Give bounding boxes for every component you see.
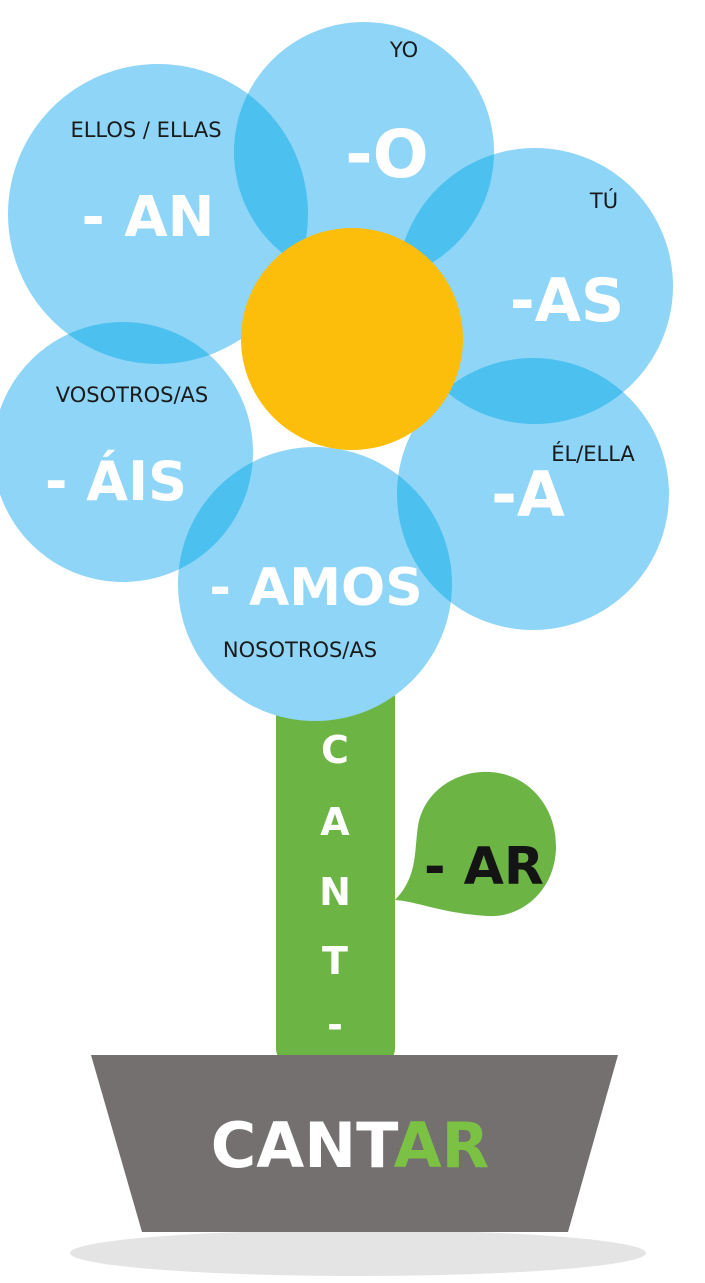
petal-vosotros xyxy=(0,322,253,582)
ending-label-ellos: - AN xyxy=(82,185,215,250)
flower-center xyxy=(241,228,463,450)
stem-letter: N xyxy=(319,870,351,914)
pot-shadow xyxy=(70,1230,646,1276)
petal-nosotros xyxy=(178,447,452,721)
pronoun-label-nosotros: NOSOTROS/AS xyxy=(223,638,377,662)
flower-pot xyxy=(91,1055,618,1232)
stem-letter: A xyxy=(320,800,350,844)
ending-label-tu: -AS xyxy=(510,266,625,336)
stem-letter: - xyxy=(327,1003,343,1047)
ending-label-el: -A xyxy=(491,458,565,531)
stem-letter: C xyxy=(321,728,349,772)
pronoun-label-ellos: ELLOS / ELLAS xyxy=(70,118,221,142)
stem-leaf xyxy=(395,771,556,917)
flower-stem xyxy=(276,683,395,1063)
petal-el xyxy=(397,358,669,630)
verb-ending-text: AR xyxy=(394,1109,490,1182)
pot-verb-label: CANTAR xyxy=(211,1109,490,1182)
ending-label-nosotros: - AMOS xyxy=(209,558,422,618)
ending-label-vosotros: - ÁIS xyxy=(45,450,187,513)
pronoun-label-vosotros: VOSOTROS/AS xyxy=(56,383,208,407)
pronoun-label-el: ÉL/ELLA xyxy=(551,441,635,466)
leaf-ending-label: - AR xyxy=(424,837,544,897)
pronoun-label-tu: TÚ xyxy=(589,188,618,213)
petal-ellos xyxy=(8,64,308,364)
stem-letter: T xyxy=(322,939,348,983)
ending-label-yo: -O xyxy=(345,116,429,193)
pronoun-label-yo: YO xyxy=(389,38,418,62)
verb-stem-text: CANT xyxy=(211,1109,398,1182)
